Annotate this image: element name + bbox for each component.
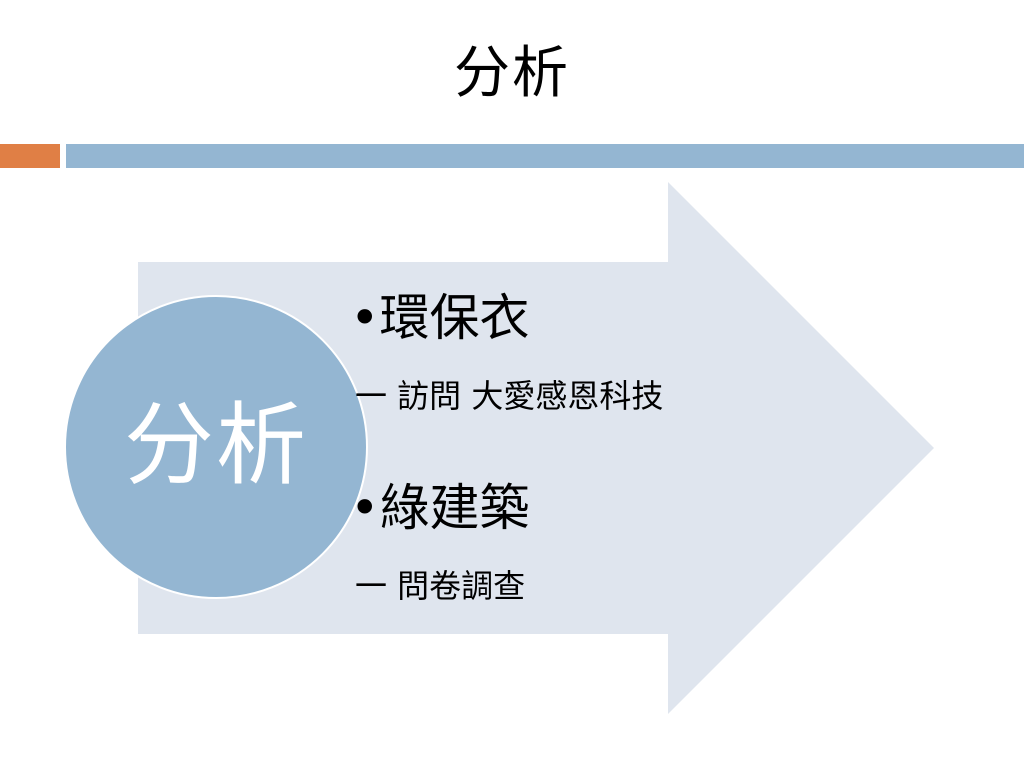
accent-bar-blue <box>66 144 1024 168</box>
bullet-subitem-2: 一 問卷調查 <box>355 567 526 605</box>
bullet-item-2: •綠建築 <box>350 479 530 537</box>
bullet-item-1: •環保衣 <box>350 289 530 347</box>
accent-bar-orange <box>0 144 60 168</box>
circle-label: 分析 <box>124 393 308 498</box>
circle-shape <box>64 295 368 599</box>
arrow-shape <box>138 182 934 714</box>
slide-title: 分析 <box>454 41 570 106</box>
bullet-subitem-1: 一 訪問 大愛感恩科技 <box>355 377 664 415</box>
